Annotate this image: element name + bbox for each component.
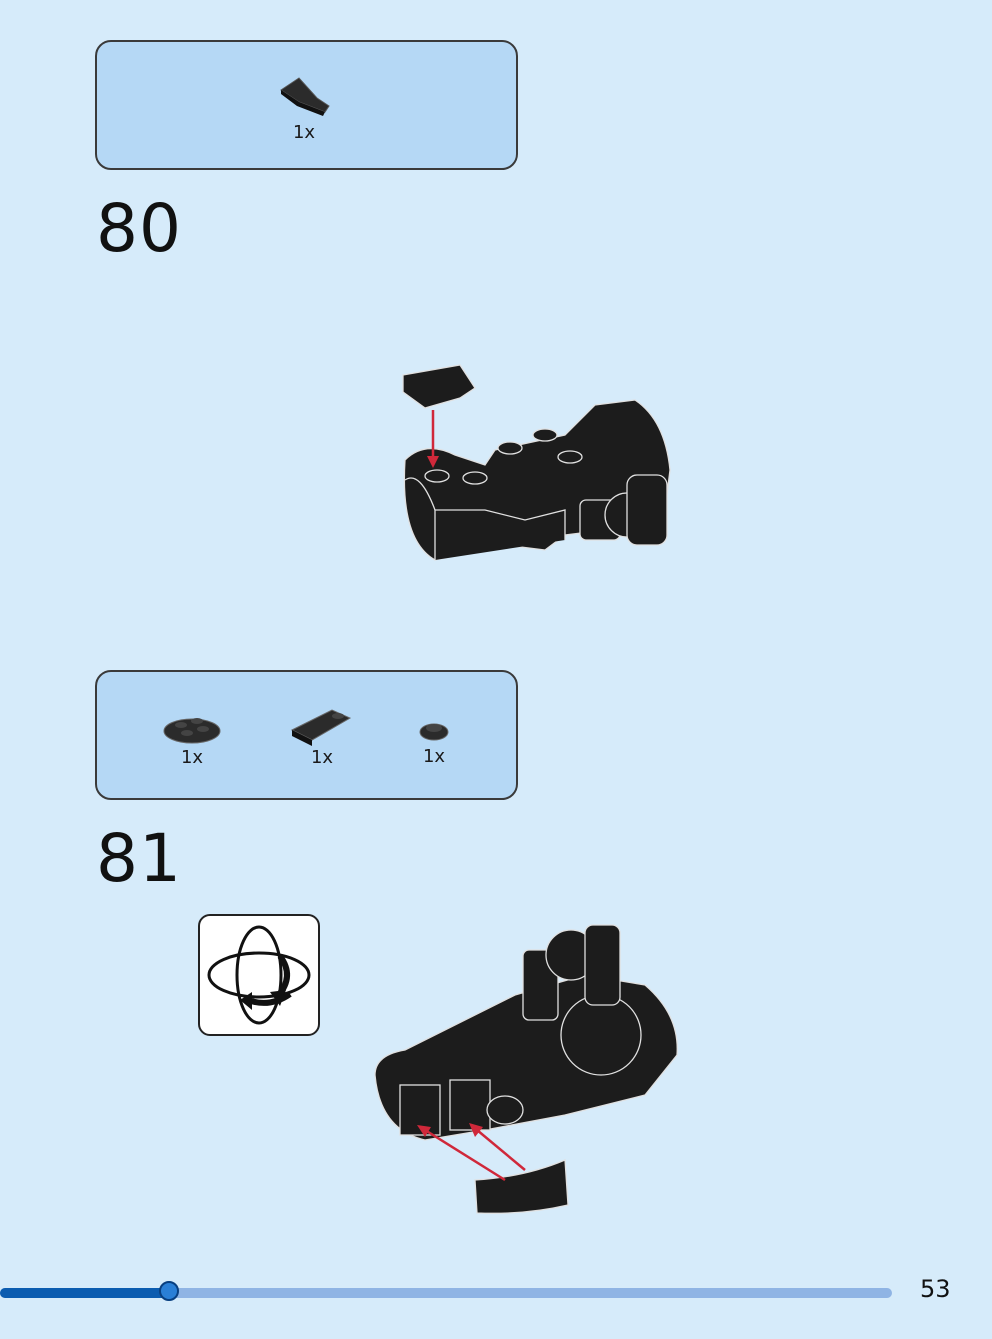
part-round-plate-2x2: 1x [157,707,227,768]
part-curved-slope-tile: 1x [282,702,362,768]
part-round-plate-1x1: 1x [409,710,459,767]
round-plate-small-icon [419,723,449,741]
curved-slope-icon [290,709,352,746]
part-qty: 1x [292,122,316,143]
rotate-model-box [198,914,320,1036]
arrow-in-1 [424,1128,506,1182]
part-wedge-plate: 1x [269,72,339,143]
rotate-model-icon [207,925,311,1025]
step-81-illustration [374,924,678,1214]
step-80-parts-box: 1x [95,40,518,170]
step-number: 80 [96,190,182,267]
arrow-in-2 [476,1129,526,1171]
progress-knob [159,1281,180,1301]
step-81-parts-box: 1x 1x 1x [95,670,518,800]
step-number: 81 [96,820,182,897]
part-qty: 1x [422,746,446,767]
part-qty: 1x [310,747,334,768]
step-80-illustration [402,364,671,561]
round-plate-icon [163,718,221,744]
page-number: 53 [920,1275,951,1303]
part-qty: 1x [180,747,204,768]
progress-fill [0,1288,170,1298]
wedge-plate-icon [280,77,330,116]
progress-bar [0,1281,892,1301]
